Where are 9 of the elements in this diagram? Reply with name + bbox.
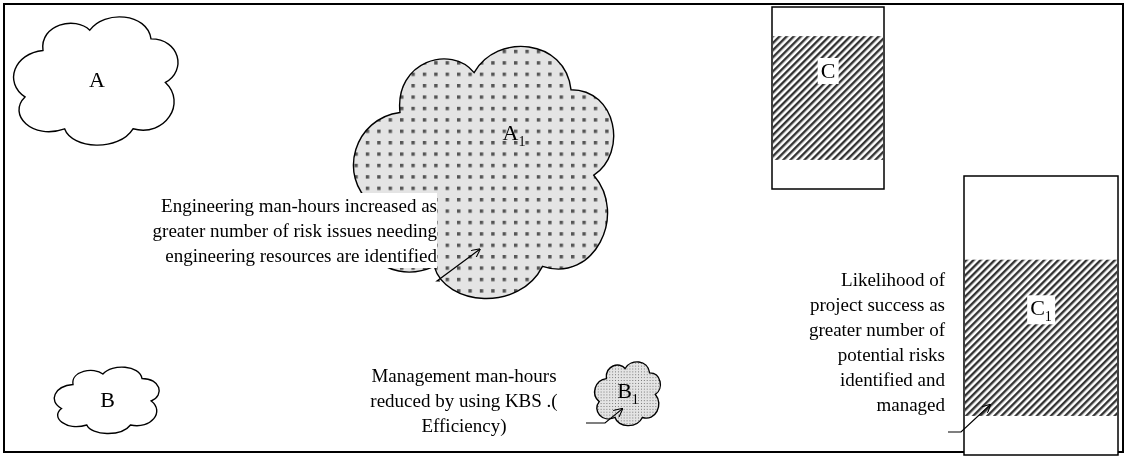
leader-line bbox=[585, 407, 624, 424]
shape-label: B$_{1}$ bbox=[616, 378, 640, 408]
shape-label: A$_{1}$ bbox=[501, 120, 527, 150]
leader-line bbox=[435, 248, 482, 282]
leader-line bbox=[947, 403, 992, 433]
shape-label: B bbox=[99, 386, 116, 413]
shape-label: C bbox=[817, 57, 839, 84]
shape-label: C$_{1}$ bbox=[1027, 295, 1055, 325]
shape-label: A bbox=[88, 66, 106, 93]
